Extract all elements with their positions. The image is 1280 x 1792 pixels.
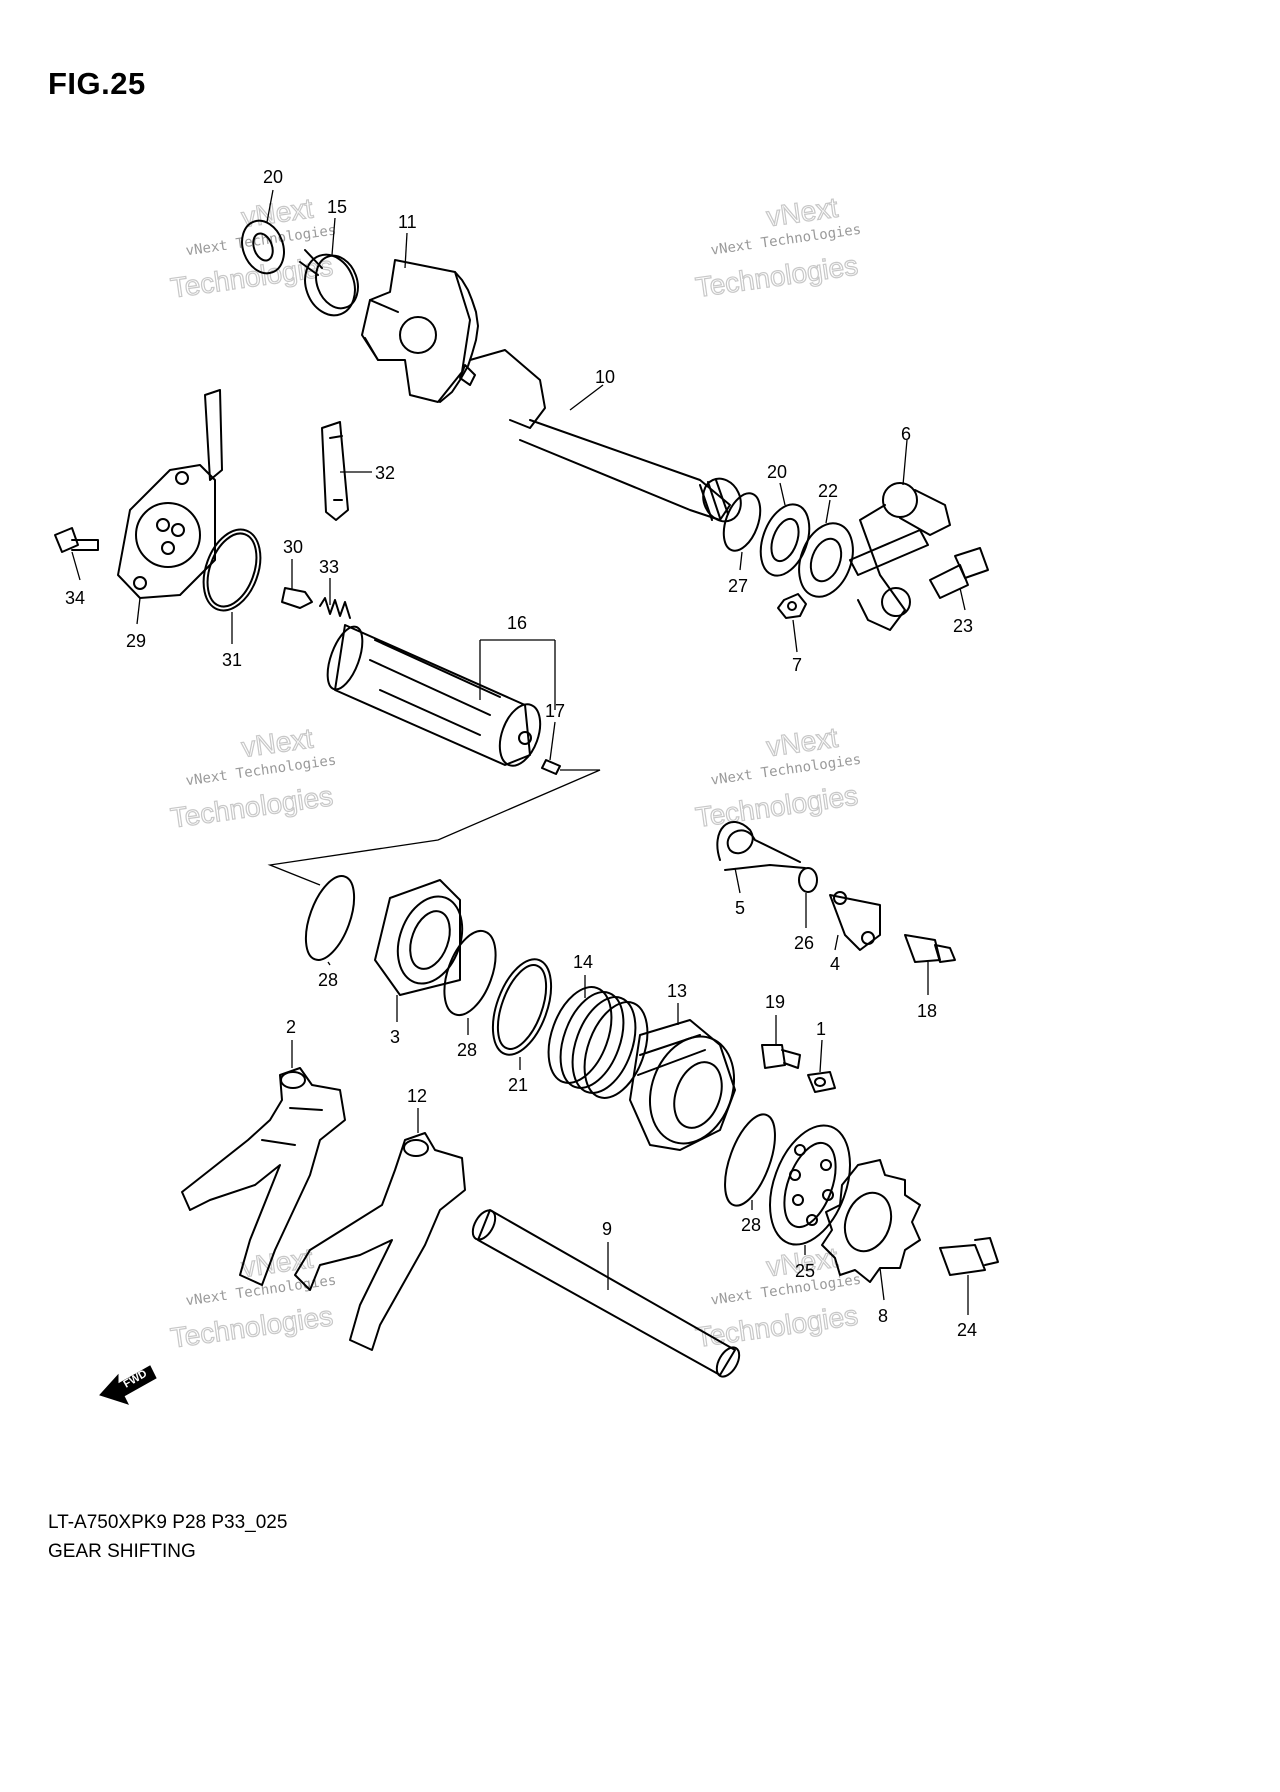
callout-9: 9	[602, 1219, 612, 1239]
part-1-washer	[807, 1071, 836, 1093]
watermark-bottom-right: Technologies vNext Technologies vNext	[693, 1241, 862, 1353]
part-16-shift-cam	[326, 624, 542, 767]
part-23-bolt	[929, 547, 989, 599]
leader-lines	[71, 189, 969, 1315]
callout-4: 4	[830, 954, 840, 974]
part-32-clip	[321, 421, 349, 521]
callout-18: 18	[917, 1001, 937, 1021]
callout-1: 1	[816, 1019, 826, 1039]
part-11-shift-plate	[361, 259, 479, 403]
callout-34: 34	[65, 588, 85, 608]
part-9-fork-shaft	[471, 1209, 741, 1378]
callout-6: 6	[901, 424, 911, 444]
figure-title: FIG.25	[48, 66, 146, 101]
part-18-bolt	[904, 934, 956, 963]
part-31-o-ring	[202, 528, 262, 612]
callout-8: 8	[878, 1306, 888, 1326]
part-14-spring	[547, 986, 649, 1099]
part-20-washer-right	[759, 503, 811, 577]
part-22-oil-seal	[798, 522, 854, 598]
watermark-top-right: Technologies vNext Technologies vNext	[693, 191, 862, 303]
callout-29: 29	[126, 631, 146, 651]
watermark-bottom-left: Technologies vNext Technologies vNext	[168, 1242, 337, 1354]
part-5-return-spring	[716, 820, 806, 871]
callout-20-top: 20	[263, 167, 283, 187]
part-10-shift-shaft	[459, 349, 742, 523]
callout-12: 12	[407, 1086, 427, 1106]
part-6-shift-lever	[849, 482, 951, 631]
part-4-stopper	[829, 891, 881, 951]
part-29-cover	[117, 389, 223, 599]
assembly-guide-line	[267, 769, 601, 886]
part-2-shift-fork	[181, 1067, 346, 1286]
part-12-shift-fork	[294, 1132, 466, 1351]
callout-26: 26	[794, 933, 814, 953]
callout-20-right: 20	[767, 462, 787, 482]
model-code: LT-A750XPK9 P28 P33_025	[48, 1512, 288, 1533]
watermark-mid-right: Technologies vNext Technologies vNext	[693, 721, 862, 833]
callout-2: 2	[286, 1017, 296, 1037]
callout-30: 30	[283, 537, 303, 557]
part-15-spring	[299, 249, 359, 317]
part-28-circlip-middle	[443, 929, 497, 1017]
callout-27: 27	[728, 576, 748, 596]
part-28-circlip-left	[304, 875, 356, 961]
callout-15: 15	[327, 197, 347, 217]
callout-22: 22	[818, 481, 838, 501]
part-3-cam-guide	[374, 879, 464, 996]
diagram-caption: GEAR SHIFTING	[48, 1541, 196, 1562]
callout-7: 7	[792, 655, 802, 675]
callout-28-left: 28	[318, 970, 338, 990]
callout-25: 25	[795, 1261, 815, 1281]
callout-13: 13	[667, 981, 687, 1001]
callout-3: 3	[390, 1027, 400, 1047]
watermark-top-left: Technologies vNext Technologies vNext	[168, 192, 337, 304]
callout-14: 14	[573, 952, 593, 972]
callout-32: 32	[375, 463, 395, 483]
callout-17: 17	[545, 701, 565, 721]
part-8-gear	[821, 1159, 921, 1283]
callout-21: 21	[508, 1075, 528, 1095]
callout-31: 31	[222, 650, 242, 670]
callout-10: 10	[595, 367, 615, 387]
part-21-washer	[491, 958, 553, 1056]
part-28-circlip-right	[724, 1113, 776, 1207]
callout-11: 11	[398, 212, 417, 232]
part-33-spring	[319, 597, 351, 619]
callout-16: 16	[507, 613, 527, 633]
watermark-mid-left: Technologies vNext Technologies vNext	[168, 722, 337, 834]
callout-24: 24	[957, 1320, 977, 1340]
fwd-arrow-icon: FWD	[99, 1365, 157, 1405]
part-13-cam-driven-gear	[629, 1019, 736, 1151]
callout-labels: 20 15 11 10 32 6 20 22 27 23 7 34 29 31 …	[65, 167, 977, 1340]
part-30-pin	[281, 587, 313, 609]
callout-5: 5	[735, 898, 745, 918]
part-26-washer	[798, 867, 818, 893]
callout-23: 23	[953, 616, 973, 636]
part-19-bolt	[761, 1044, 801, 1069]
part-7-nut	[777, 593, 807, 619]
part-17-pin	[541, 759, 561, 775]
part-20-washer-top	[241, 219, 285, 275]
part-24-bolt	[939, 1237, 999, 1276]
callout-19: 19	[765, 992, 785, 1012]
part-25-bearing	[769, 1124, 851, 1246]
part-27-circlip	[722, 492, 762, 552]
diagram-footer: LT-A750XPK9 P28 P33_025 GEAR SHIFTING	[48, 1508, 287, 1566]
callout-28-middle: 28	[457, 1040, 477, 1060]
callout-28-right: 28	[741, 1215, 761, 1235]
part-34-bolt	[54, 527, 99, 553]
callout-33: 33	[319, 557, 339, 577]
